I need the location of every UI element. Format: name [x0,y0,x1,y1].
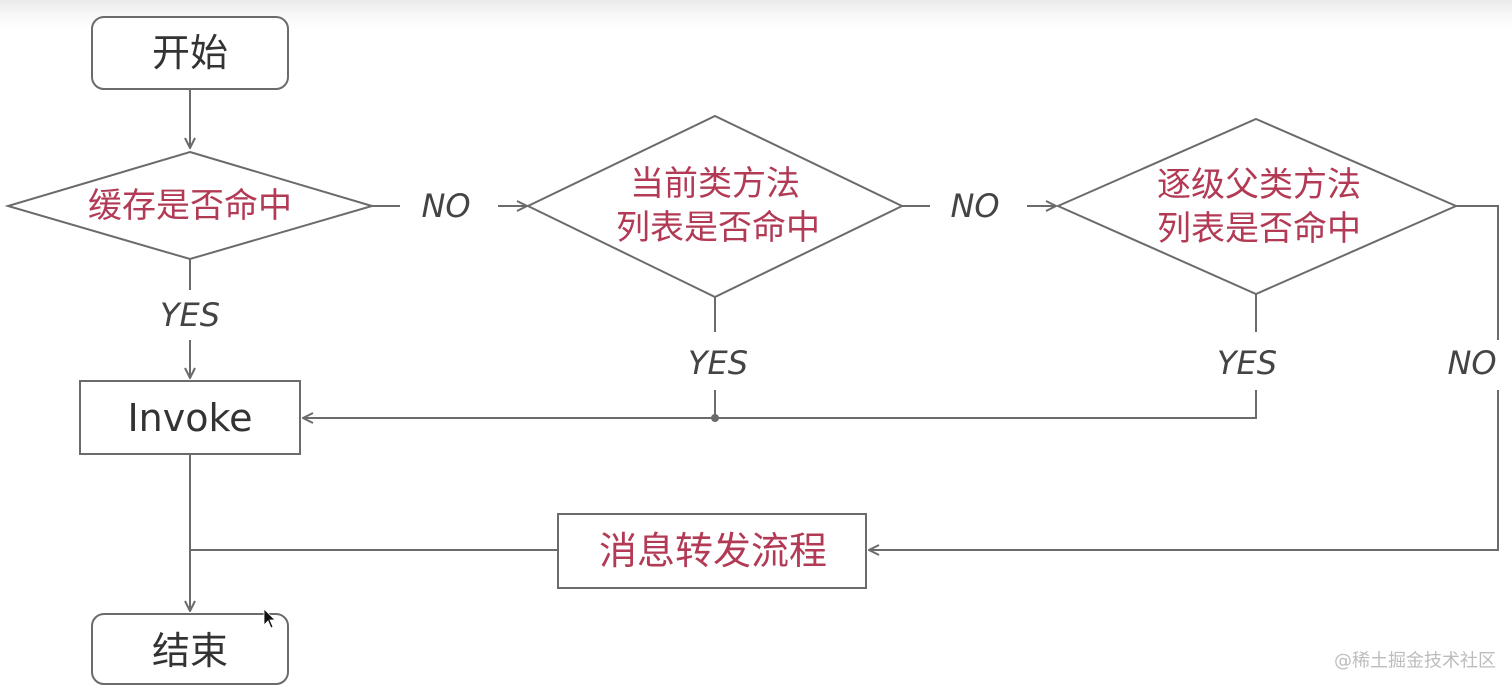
end-label: 结束 [152,629,228,673]
junction-dot [711,414,719,422]
edge-parent-no-to-forwarding [869,390,1499,550]
parent-class-label-line2: 列表是否命中 [1157,209,1361,249]
cache-hit-label: 缓存是否命中 [88,186,292,226]
parent-class-methods-decision [1055,117,1459,296]
edge-label-current-yes: YES [688,344,748,382]
mouse-cursor-icon [263,608,276,629]
edge-label-cache-no: NO [421,187,470,225]
start-label: 开始 [152,31,228,75]
end-node [91,613,289,685]
edge-label-parent-no: NO [1447,344,1496,382]
current-class-methods-decision [525,114,905,299]
edge-label-parent-yes: YES [1217,344,1277,382]
edge-label-current-no: NO [950,187,999,225]
connectors [190,90,1499,611]
start-node [91,16,289,90]
message-forwarding-label: 消息转发流程 [599,529,827,573]
current-class-label-line1: 当前类方法 [630,164,800,204]
watermark-text: @稀土掘金技术社区 [1334,651,1496,672]
message-forwarding-node [557,513,867,589]
parent-class-label-line1: 逐级父类方法 [1157,165,1361,205]
cache-hit-decision [4,150,376,261]
invoke-node [79,380,301,455]
edge-label-cache-yes: YES [160,296,220,334]
current-class-label-line2: 列表是否命中 [616,208,820,248]
edge-parent-yes-to-invoke [303,390,1257,418]
edge-parent-no-top [1456,205,1499,340]
invoke-label: Invoke [127,396,252,440]
